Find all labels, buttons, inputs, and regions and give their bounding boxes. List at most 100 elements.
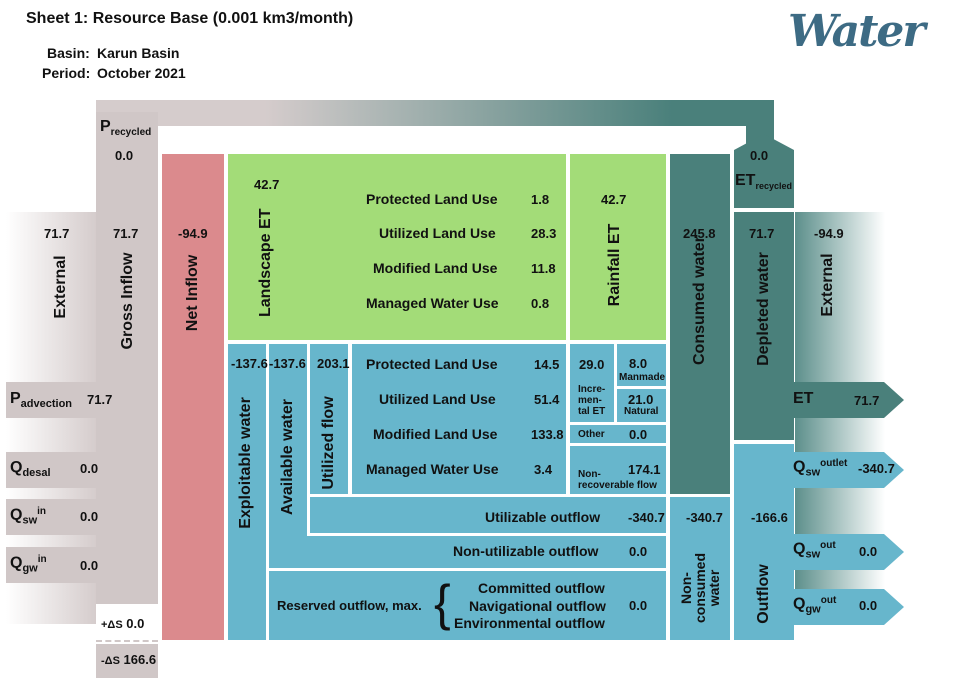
minus-delta-s: -ΔS 166.6 <box>101 652 157 667</box>
available-water-label: Available water <box>279 399 296 515</box>
q-gw-out-value: 0.0 <box>859 598 878 613</box>
q-sw-out-value: 0.0 <box>859 544 878 559</box>
basin-label: Basin: <box>47 45 90 61</box>
et-value: 71.7 <box>854 393 880 408</box>
q-gw-in-value: 0.0 <box>80 558 99 573</box>
p-recycled-value: 0.0 <box>115 148 134 163</box>
nonutilizable-outflow-value: 0.0 <box>629 544 648 559</box>
gross-inflow-value: 71.7 <box>113 226 139 241</box>
recycle-band-inner <box>158 126 746 138</box>
blue-row-label-4: Managed Water Use <box>366 461 499 477</box>
nonconsumed-water-value: -340.7 <box>686 510 723 525</box>
p-advection-label: Padvection <box>10 390 73 410</box>
other-value: 0.0 <box>629 427 648 442</box>
q-sw-out-label: Qswout <box>793 540 836 561</box>
blue-landuse-block <box>352 344 566 494</box>
nonconsumed-water-block <box>670 497 730 640</box>
q-sw-out-arrow <box>782 534 904 570</box>
natural-label: Natural <box>624 406 659 417</box>
blue-row-value-1: 14.5 <box>534 357 560 372</box>
q-desal-arrow <box>6 452 124 488</box>
et-recycled-shape <box>734 134 794 208</box>
blue-row-value-2: 51.4 <box>534 392 560 407</box>
period-value: October 2021 <box>97 65 186 81</box>
consumed-water-label: Consumed water <box>691 236 708 365</box>
net-inflow-label: Net Inflow <box>184 254 201 332</box>
manmade-value: 8.0 <box>629 356 648 371</box>
nonconsumed-water-label: Non- consumed water <box>678 553 722 624</box>
consumed-water-block <box>670 154 730 494</box>
utilized-flow-label: Utilized flow <box>320 396 337 490</box>
plus-delta-s-box <box>96 606 158 638</box>
q-sw-in-value: 0.0 <box>80 509 99 524</box>
landscape-row-label-1: Protected Land Use <box>366 191 498 207</box>
reserved-outflow-block <box>269 571 666 640</box>
reserved-outflow-value: 0.0 <box>629 598 648 613</box>
landscape-row-label-3: Modified Land Use <box>373 260 498 276</box>
period-label: Period: <box>42 65 91 81</box>
navigational-outflow-label: Navigational outflow <box>469 598 606 614</box>
p-advection-arrow <box>6 382 124 418</box>
landscape-et-value: 42.7 <box>254 177 280 192</box>
landscape-row-value-1: 1.8 <box>531 192 550 207</box>
incremental-et-block <box>570 344 614 422</box>
q-gw-in-label: Qgwin <box>10 554 47 575</box>
reserved-brace: { <box>434 575 451 631</box>
et-recycled-value: 0.0 <box>750 148 769 163</box>
p-advection-value: 71.7 <box>87 392 113 407</box>
et-arrow <box>782 382 904 418</box>
landscape-row-value-4: 0.8 <box>531 296 550 311</box>
environmental-outflow-label: Environmental outflow <box>454 615 605 631</box>
q-desal-value: 0.0 <box>80 461 99 476</box>
blue-row-label-2: Utilized Land Use <box>379 391 496 407</box>
gross-inflow-label: Gross Inflow <box>119 252 136 350</box>
net-inflow-column <box>162 154 224 640</box>
q-gw-in-arrow <box>6 547 124 583</box>
q-sw-in-label: Qswin <box>10 506 47 527</box>
utilizable-outflow-label: Utilizable outflow <box>485 509 601 525</box>
blue-row-label-1: Protected Land Use <box>366 356 498 372</box>
depleted-water-label: Depleted water <box>755 252 772 366</box>
reserved-outflow-label: Reserved outflow, max. <box>277 598 422 613</box>
blue-row-value-4: 3.4 <box>534 462 553 477</box>
incremental-et-value: 29.0 <box>579 357 605 372</box>
nonutilizable-outflow-block <box>269 536 666 568</box>
nonutilizable-outflow-label: Non-utilizable outflow <box>453 543 599 559</box>
nonrecoverable-label: Non- recoverable flow <box>578 469 657 491</box>
external-right-value: -94.9 <box>814 226 844 241</box>
q-desal-label: Qdesal <box>10 459 51 479</box>
landscape-row-value-3: 11.8 <box>531 261 556 276</box>
incremental-et-label: Incre- men- tal ET <box>578 384 606 417</box>
p-recycled-label: Precycled <box>100 118 152 138</box>
outflow-value: -166.6 <box>751 510 788 525</box>
water-logo: Water <box>788 6 926 57</box>
nonrecoverable-value: 174.1 <box>628 462 661 477</box>
plus-delta-s: +ΔS 0.0 <box>101 616 145 631</box>
depleted-water-value: 71.7 <box>749 226 775 241</box>
utilizable-outflow-value: -340.7 <box>628 510 665 525</box>
other-block <box>570 425 666 443</box>
recycle-band <box>96 100 774 126</box>
manmade-label: Manmade <box>619 372 666 383</box>
q-sw-outlet-value: -340.7 <box>858 461 895 476</box>
exploitable-water-value: -137.6 <box>231 356 268 371</box>
exploitable-water-label: Exploitable water <box>237 397 254 529</box>
consumed-water-value: 245.8 <box>683 226 716 241</box>
q-sw-outlet-arrow <box>782 452 904 488</box>
blue-row-value-3: 133.8 <box>531 427 564 442</box>
rainfall-et-label: Rainfall ET <box>606 223 623 307</box>
landscape-et-block <box>228 154 566 340</box>
utilizable-outflow-block <box>310 497 666 533</box>
rainfall-et-value: 42.7 <box>601 192 627 207</box>
basin-value: Karun Basin <box>97 45 180 61</box>
landscape-et-label: Landscape ET <box>257 208 274 317</box>
rainfall-et-block <box>570 154 666 340</box>
committed-outflow-label: Committed outflow <box>478 580 605 596</box>
net-inflow-value: -94.9 <box>178 226 208 241</box>
external-left-value: 71.7 <box>44 226 70 241</box>
q-gw-out-label: Qgwout <box>793 595 837 616</box>
landscape-row-label-2: Utilized Land Use <box>379 225 496 241</box>
natural-block <box>617 389 666 422</box>
ds-dash <box>96 640 158 642</box>
external-right-label: External <box>819 253 836 317</box>
